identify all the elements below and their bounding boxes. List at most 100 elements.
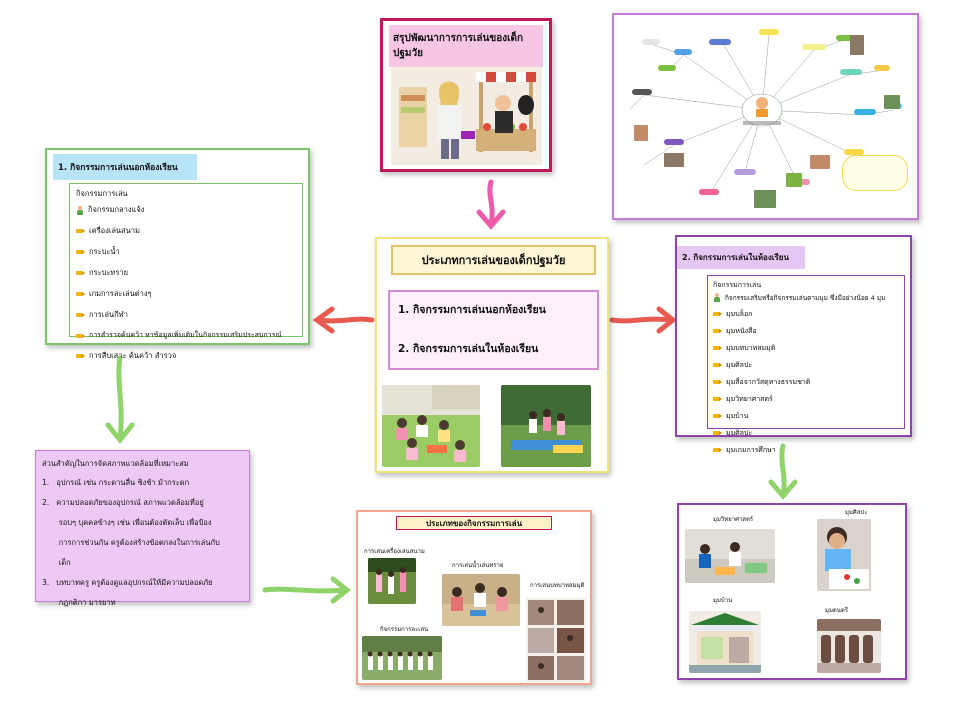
arrow-top-to-center [476, 179, 506, 230]
mindmap-note [842, 155, 908, 191]
mindmap-photo [786, 173, 802, 187]
mindmap-node [836, 35, 854, 41]
indoor-header: 2. กิจกรรมการเล่นในห้องเรียน [677, 246, 805, 269]
summary-title: สรุปพัฒนาการการเล่นของเด็กปฐมวัย [389, 25, 543, 67]
house-corner-label: มุมบ้าน [713, 597, 733, 604]
play-type-item-outdoor: 1. กิจกรรมการเล่นนอกห้องเรียน [398, 304, 546, 316]
summary-box: สรุปพัฒนาการการเล่นของเด็กปฐมวัย [380, 18, 552, 172]
list-item: การสำรวจค้นคว้า หาข้อมูลเพิ่มเติมในกิจกร… [76, 330, 296, 341]
pencil-icon [76, 353, 85, 359]
pencil-icon [713, 362, 722, 368]
mindmap-node [844, 149, 864, 155]
mindmap-node [759, 29, 779, 35]
water-sand-photo [442, 574, 520, 626]
environment-line: 2. ความปลอดภัยของอุปกรณ์ สภาพแวดล้อมที่อ… [42, 498, 204, 507]
list-item: มุมบ้าน [713, 411, 899, 422]
list-item: กิจกรรมเสริมหรือกิจกรรมเล่นตามมุม ซึ่งมี… [713, 293, 899, 303]
mindmap-node [699, 189, 719, 195]
arrow-left-to-env [105, 355, 135, 445]
environment-box: ส่วนสำคัญในการจัดสภาพแวดล้อมที่เหมาะสม 1… [35, 450, 250, 607]
indoor-activity-box: 2. กิจกรรมการเล่นในห้องเรียน กิจกรรมการเ… [675, 235, 912, 454]
list-item: มุมเกมการศึกษา [713, 445, 899, 456]
pencil-icon [713, 311, 722, 317]
list-item: กิจกรรมกลางแจ้ง [76, 204, 296, 216]
science-corner-photo [685, 529, 775, 583]
arrow-center-to-right [609, 306, 678, 334]
environment-line: กฎกติกา มารยาท [42, 598, 116, 607]
mindmap-photo [884, 95, 900, 109]
pencil-icon [713, 447, 722, 453]
mindmap-photo [754, 190, 776, 208]
pencil-icon [76, 291, 85, 297]
play-types-title: ประเภทการเล่นของเด็กปฐมวัย [391, 245, 596, 275]
list-item: เกมการละเล่นต่างๆ [76, 288, 296, 300]
list-item: มุมบทบาทสมมุติ [713, 343, 899, 354]
folk-games-photo [362, 636, 442, 680]
pencil-icon [713, 379, 722, 385]
water-sand-label: การเล่นน้ำเล่นทราย [452, 562, 504, 569]
list-item: มุมสื่อจากวัสดุทางธรรมชาติ [713, 377, 899, 388]
mindmap-node [674, 49, 692, 55]
list-item: กระบะน้ำ [76, 246, 296, 258]
house-corner-photo [689, 611, 761, 673]
outdoor-activity-box: 1. กิจกรรมการเล่นนอกห้องเรียน กิจกรรมการ… [45, 148, 310, 360]
arrow-center-to-left [312, 306, 375, 334]
play-type-item-indoor: 2. กิจกรรมการเล่นในห้องเรียน [398, 343, 539, 355]
mindmap-photo [664, 153, 684, 167]
outdoor-inner-box: กิจกรรมการเล่น กิจกรรมกลางแจ้ง เครื่องเล… [69, 183, 303, 360]
list-item: มุมศิลปะ [713, 360, 899, 371]
list-item: การสืบเสาะ ค้นคว้า สำรวจ [76, 350, 296, 362]
folk-games-label: กิจกรรมการละเล่น [380, 626, 429, 633]
list-item: การเล่นกีฬา [76, 309, 296, 321]
mindmap-box [612, 13, 919, 220]
activity-types-box: ประเภทของกิจกรรมการเล่น การเล่นเครื่องเล… [356, 510, 592, 685]
mindmap-node [840, 69, 862, 75]
child-icon [76, 205, 84, 215]
mindmap-node [874, 65, 890, 71]
list-item: กระบะทราย [76, 267, 296, 279]
mindmap-node [658, 65, 676, 71]
environment-title: ส่วนสำคัญในการจัดสภาพแวดล้อมที่เหมาะสม [42, 459, 189, 468]
environment-line: การการช่วนกัน ครูต้องสร้างข้อตกลงในการเล… [42, 538, 220, 547]
pencil-icon [76, 333, 85, 339]
indoor-activity-list: กิจกรรมเสริมหรือกิจกรรมเล่นตามมุม ซึ่งมี… [713, 293, 899, 456]
mindmap-photo [810, 155, 830, 169]
music-corner-label: มุมดนตรี [825, 607, 849, 614]
learning-corners-box: มุมวิทยาศาสตร์ มุมศิลปะ มุมบ้าน มุมดนตรี [677, 503, 907, 680]
mindmap-node [632, 89, 652, 95]
mindmap-node [802, 44, 826, 50]
environment-line: เด็ก [42, 558, 71, 567]
pencil-icon [713, 396, 722, 402]
list-item: มุมบล็อก [713, 309, 899, 320]
list-item: มุมหนังสือ [713, 326, 899, 337]
environment-line: 3. บทบาทครู ครูต้องดูแลอุปกรณ์ให้มีความป… [42, 578, 213, 587]
pencil-icon [713, 345, 722, 351]
play-shop-photo [391, 67, 542, 165]
pencil-icon [76, 270, 85, 276]
outdoor-sub-title: กิจกรรมการเล่น [76, 189, 128, 198]
arrow-env-to-types [262, 576, 352, 604]
music-corner-photo [817, 619, 881, 673]
pencil-icon [713, 328, 722, 334]
pencil-icon [713, 413, 722, 419]
roleplay-label: การเล่นบทบาทสมมุติ [530, 582, 585, 589]
art-corner-photo [817, 519, 871, 591]
mindmap-photo [850, 35, 864, 55]
outdoor-activity-list: กิจกรรมกลางแจ้ง เครื่องเล่นสนาม กระบะน้ำ… [76, 204, 296, 362]
mindmap-node [734, 169, 756, 175]
environment-line: 1. อุปกรณ์ เช่น กระดานลื่น ชิงช้า ม้ากระ… [42, 478, 190, 487]
mindmap-node [854, 109, 876, 115]
play-types-box: ประเภทการเล่นของเด็กปฐมวัย 1. กิจกรรมการ… [375, 237, 609, 473]
indoor-play-photo [382, 385, 480, 467]
mindmap-node [709, 39, 731, 45]
playground-photo [368, 558, 416, 604]
list-item: มุมวิทยาศาสตร์ [713, 394, 899, 405]
list-item: เครื่องเล่นสนาม [76, 225, 296, 237]
mindmap-node [664, 139, 684, 145]
playground-label: การเล่นเครื่องเล่นสนาม [364, 548, 425, 555]
pencil-icon [713, 430, 722, 436]
roleplay-photo [526, 598, 586, 682]
pencil-icon [76, 312, 85, 318]
outdoor-header: 1. กิจกรรมการเล่นนอกห้องเรียน [53, 154, 197, 180]
indoor-sub-title: กิจกรรมการเล่น [713, 281, 762, 289]
